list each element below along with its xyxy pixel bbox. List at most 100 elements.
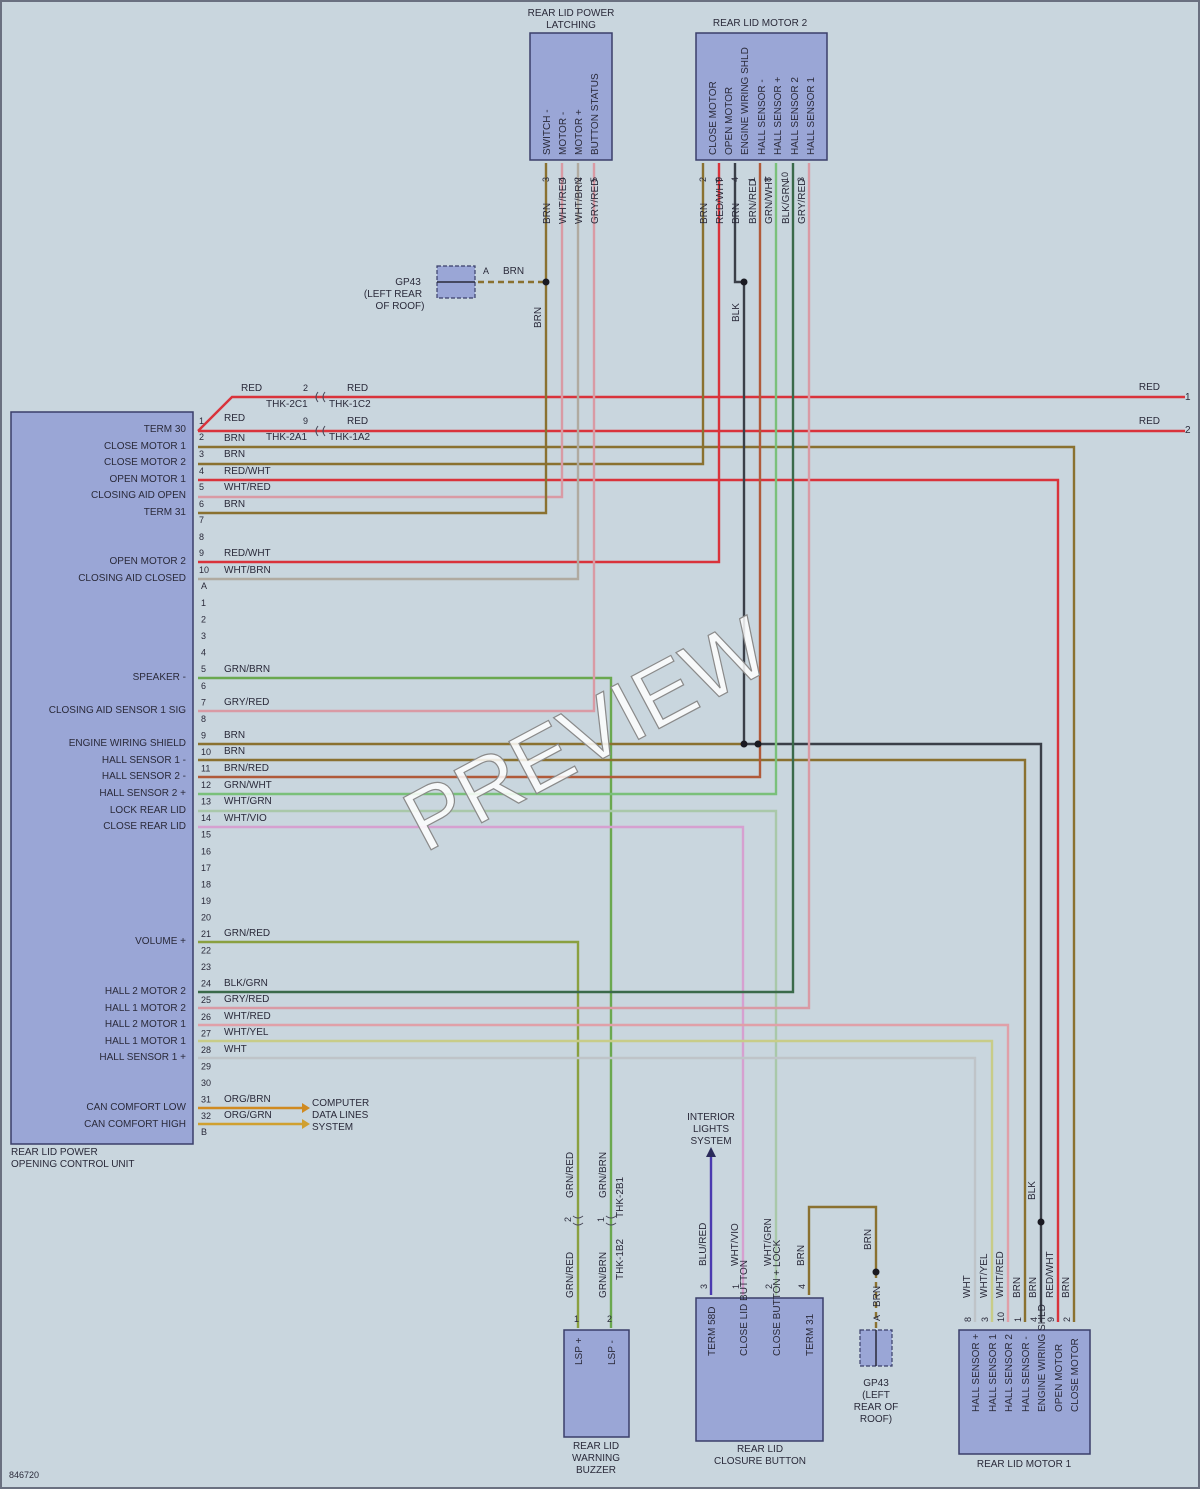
motor1-pin-number: 8: [963, 1317, 973, 1322]
connector-c3-right: THK-2B1: [615, 1176, 626, 1218]
connector-c1-left: THK-2C1: [266, 399, 308, 410]
motor2-pin-label: CLOSE MOTOR: [708, 81, 719, 155]
connector-b-pin-number: 21: [201, 929, 211, 939]
motor1-pin-number: 10: [996, 1312, 1006, 1322]
motor2-pin-number: 8: [763, 177, 773, 182]
latching-pin-number: 4: [557, 177, 567, 182]
wire-color-label: RED/WHT: [715, 177, 726, 224]
gp43-top-label: (LEFT REAR: [364, 289, 422, 300]
latching-name: REAR LID POWER: [528, 8, 615, 19]
connector-b-pin-number: 28: [201, 1045, 211, 1055]
wire-b10-brn: [198, 758, 1027, 1322]
connector-a-pin-number: 5: [199, 482, 204, 492]
wire-color-label: WHT/GRN: [763, 1218, 774, 1266]
closure-button-name: REAR LID: [737, 1444, 783, 1455]
wire-color-label: BLK: [731, 303, 742, 322]
wire-close-motor-1: [198, 445, 1076, 1322]
wire-color-label: GRN/BRN: [224, 664, 270, 675]
wire-color-label: BRN: [224, 499, 245, 510]
latching-pin-number: 2: [573, 177, 583, 182]
connector-a-pin-number: 2: [199, 432, 204, 442]
control-unit-pin-label: CAN COMFORT LOW: [86, 1102, 186, 1113]
connector-b-pin-number: 4: [201, 648, 206, 658]
wire-hall-1-motor-2: [198, 163, 811, 1010]
motor2-pin-number: 2: [698, 177, 708, 182]
buzzer-pin-number: 2: [607, 1314, 612, 1324]
gp43-top-label: GP43: [395, 277, 421, 288]
motor1-pin-label: HALL SENSOR 1: [988, 1334, 999, 1412]
control-unit-pin-label: VOLUME +: [135, 936, 186, 947]
wire-color-label: RED: [347, 383, 368, 394]
interior-lights-system: INTERIOR: [687, 1112, 735, 1123]
wire-hall-sensor-2-minus: [198, 163, 778, 796]
wire-closing-aid-closed: [198, 163, 580, 581]
diagram-code: 846720: [9, 1470, 39, 1480]
wire-color-label: GRN/RED: [565, 1152, 576, 1198]
wire-color-label: WHT/VIO: [224, 813, 267, 824]
splice-blk-top: [740, 278, 748, 286]
control-unit-pin-label: TERM 30: [144, 424, 187, 435]
connector-a-pin-number: 7: [199, 515, 204, 525]
closure-button-pin-number: 1: [731, 1284, 741, 1289]
wire-hall-2-motor-1: [198, 1023, 1010, 1322]
control-unit-pin-label: HALL 2 MOTOR 2: [105, 986, 187, 997]
motor1-name: REAR LID MOTOR 1: [977, 1459, 1072, 1470]
buzzer-name: REAR LID: [573, 1441, 619, 1452]
connector-c1-symbol: [315, 391, 326, 403]
wire-color-label: BRN/RED: [748, 179, 759, 224]
wire-color-label: BRN: [1028, 1277, 1039, 1298]
motor2-pin-number: 10: [780, 172, 790, 182]
splice-gp43-top: [542, 278, 550, 286]
splices: [542, 278, 1045, 1276]
control-unit-pin-label: LOCK REAR LID: [110, 805, 186, 816]
feed-1-ref: 1: [1185, 392, 1191, 403]
buzzer-box: [563, 1329, 630, 1438]
connector-c1-pin: 2: [303, 383, 308, 393]
connector-a-pin-number: 4: [199, 466, 204, 476]
connector-b-pin-number: 11: [201, 764, 210, 774]
wire-color-label: GRY/RED: [224, 697, 269, 708]
connector-b-pin-number: 24: [201, 979, 211, 989]
motor1-pin-label: HALL SENSOR -: [1021, 1336, 1032, 1412]
connector-b-pin-number: 32: [201, 1111, 211, 1121]
connector-b-id: B: [201, 1127, 207, 1137]
gp43-top-pin: A: [483, 266, 489, 276]
arrow-can-low: [302, 1103, 310, 1113]
wire-color-label: WHT/BRN: [224, 565, 271, 576]
connector-c3-pin: 1: [596, 1217, 606, 1222]
connector-a-pin-number: 10: [199, 565, 209, 575]
wire-color-label: RED: [224, 413, 245, 424]
control-unit-pin-label: CLOSING AID CLOSED: [78, 573, 186, 584]
feed-2-wire: RED: [1139, 416, 1160, 427]
closure-button-box: [695, 1297, 824, 1442]
wire-color-label: BRN: [533, 307, 544, 328]
motor2-pin-label: ENGINE WIRING SHLD: [740, 47, 751, 155]
wire-color-label: ORG/BRN: [224, 1094, 271, 1105]
connector-c3a-symbol: [572, 1215, 584, 1226]
wire-volume-plus: [198, 940, 580, 1328]
wire-color-label: ORG/GRN: [224, 1110, 272, 1121]
computer-data-system: DATA LINES: [312, 1110, 369, 1121]
wire-color-label: BLK/GRN: [781, 180, 792, 224]
closure-button-pin-label: TERM 58D: [707, 1307, 718, 1356]
wire-lock-rear-lid: [198, 809, 778, 1295]
motor2-pin-number: 9: [714, 177, 724, 182]
wire-color-label: WHT/GRN: [224, 796, 272, 807]
connector-b-pin-number: 7: [201, 697, 206, 707]
wire-color-label: BRN: [731, 203, 742, 224]
connector-b-pin-number: 26: [201, 1012, 211, 1022]
wire-closing-aid-sensor: [198, 163, 596, 713]
wire-color-label: BRN: [872, 1286, 883, 1307]
arrow-can-high: [302, 1119, 310, 1129]
wire-hall-1-motor-1: [198, 1039, 994, 1322]
closure-button-pin-label: CLOSE LID BUTTON: [739, 1260, 750, 1356]
interior-lights-system: LIGHTS: [693, 1124, 729, 1135]
control-unit-pin-label: OPEN MOTOR 2: [110, 556, 187, 567]
wire-color-label: BRN: [796, 1245, 807, 1266]
wire-color-label: WHT/RED: [995, 1251, 1006, 1298]
wire-color-label: WHT/BRN: [574, 177, 585, 224]
control-unit-pin-label: HALL 2 MOTOR 1: [105, 1019, 187, 1030]
connector-b-pin-number: 31: [201, 1095, 211, 1105]
